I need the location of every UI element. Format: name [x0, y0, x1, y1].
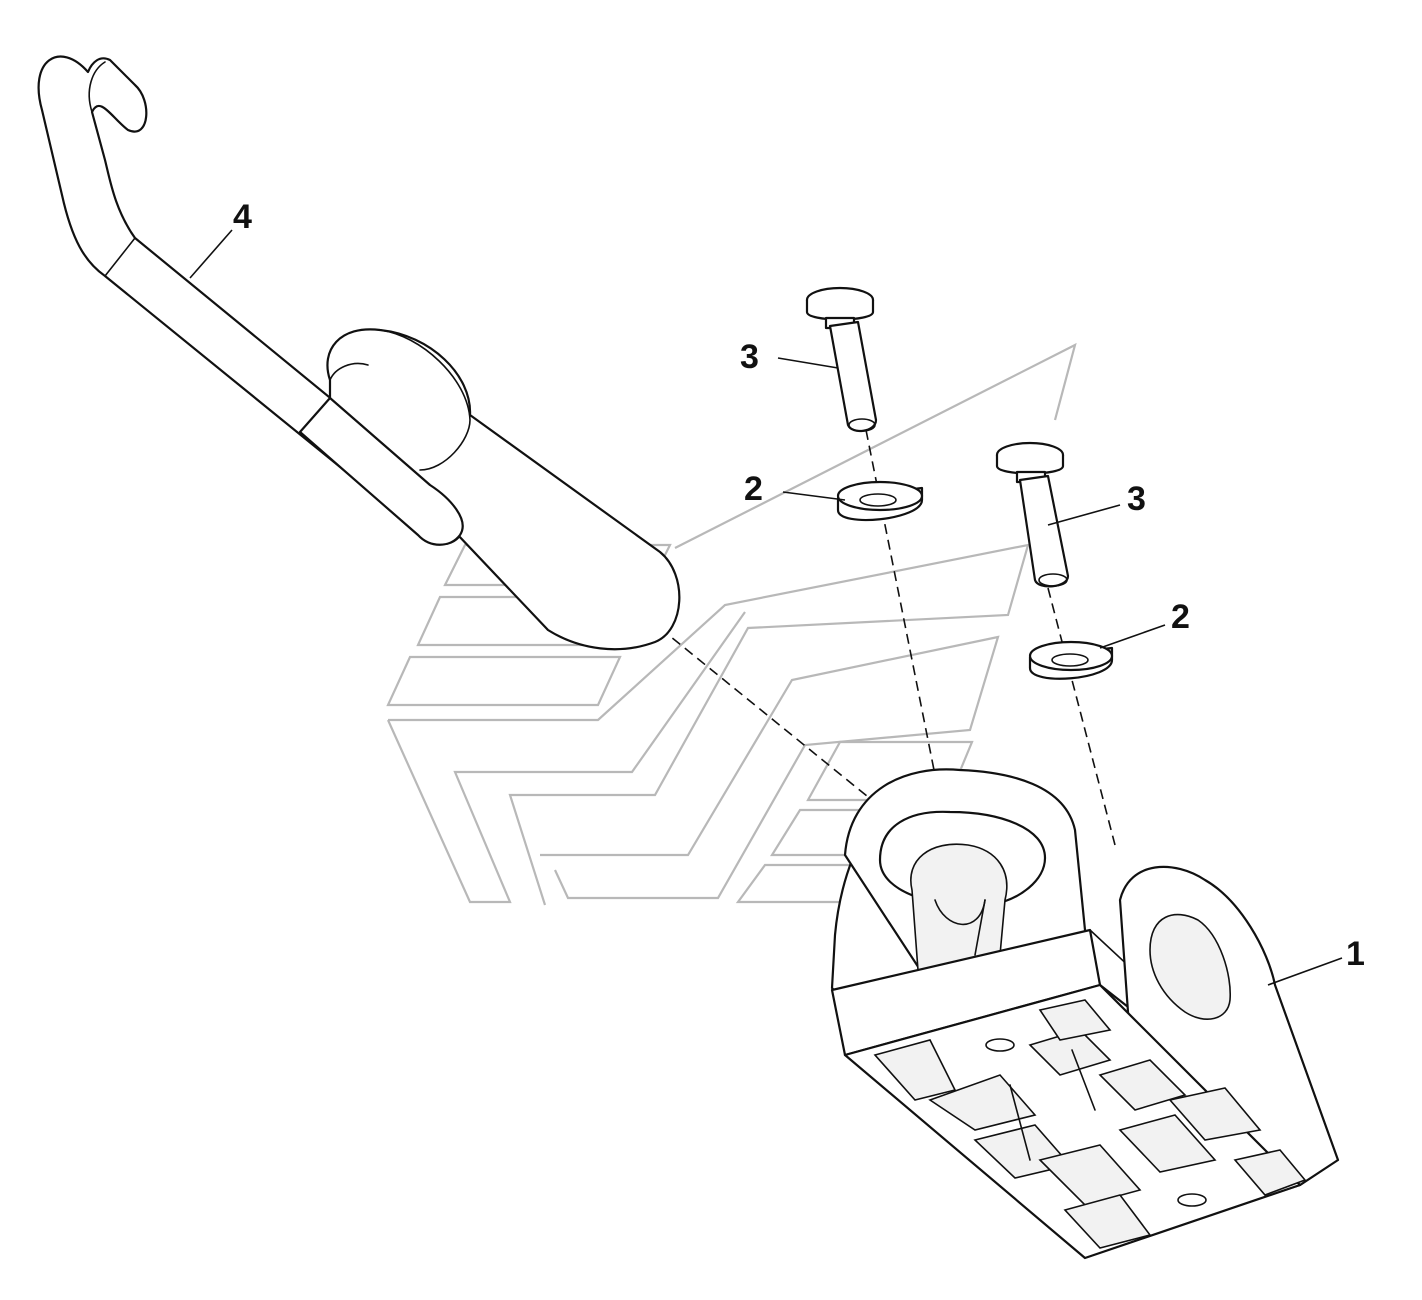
callout-label-3a: 3: [740, 338, 759, 376]
callout-label-2a: 2: [744, 470, 763, 508]
callout-label-4: 4: [233, 198, 252, 236]
callout-label-3b: 3: [1127, 480, 1146, 518]
screw-part-3b: [995, 441, 1070, 588]
bracket-part-1: [830, 768, 1340, 1260]
screw-part-3a: [805, 286, 878, 433]
washer-part-2b: [1028, 640, 1114, 680]
callout-label-1: 1: [1346, 935, 1365, 973]
callout-label-2b: 2: [1171, 598, 1190, 636]
watermark-logo: [386, 342, 1077, 906]
handle-part-4: [37, 55, 681, 651]
leader-lines: [189, 229, 1343, 986]
washer-part-2a: [836, 480, 924, 522]
